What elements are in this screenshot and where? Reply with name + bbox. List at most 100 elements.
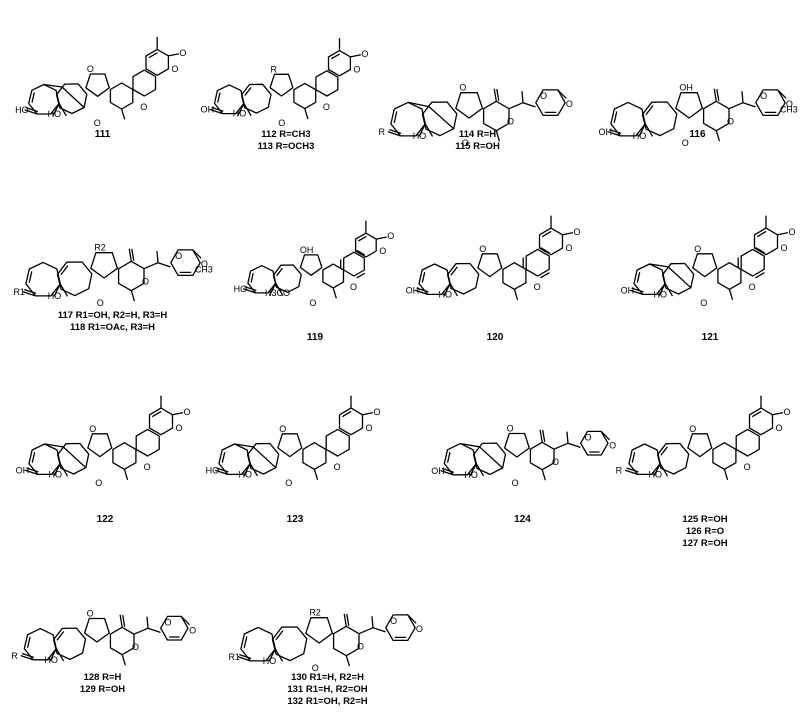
carbonyl-bond	[625, 469, 639, 476]
carbonyl-double-bond	[211, 106, 224, 112]
hydroxyl-label: O	[144, 462, 151, 472]
ring-b-double-bond	[450, 266, 458, 276]
ring-e-cyclohexane	[315, 70, 339, 97]
compound-variant-label: 127 R=OH	[682, 538, 727, 549]
epoxide-bonds	[233, 443, 277, 469]
carbonyl-bond	[242, 288, 257, 294]
ring-e-cyclohexane	[740, 248, 765, 277]
carbonyl-bond	[24, 109, 38, 115]
ring-d-cyclohexane	[529, 441, 555, 471]
ring-e-cyclohexane	[343, 251, 365, 277]
ring-oxygen-label: O	[585, 432, 592, 442]
carbonyl-oxygen-label: HO	[234, 284, 248, 294]
ring-e-pyranone	[580, 430, 609, 456]
carbonyl-bond	[777, 89, 787, 99]
compound-variant-label: 130 R1=H, R2=H	[291, 672, 364, 683]
ring-oxygen-label: O	[760, 91, 767, 101]
ring-e-cyclohexane	[525, 248, 550, 277]
substituent-label: O	[132, 642, 139, 652]
ring-a-oxepinone	[28, 443, 61, 476]
aromatic-double-bond	[356, 249, 365, 256]
ring-oxygen-label: O	[390, 616, 397, 626]
carbonyl-oxygen-label: OH	[406, 285, 420, 295]
ring-oxygen-label: O	[171, 64, 178, 74]
side-chain-bonds	[143, 262, 171, 270]
carbonyl-oxygen-label: O	[609, 440, 616, 450]
methyl-wedge	[728, 288, 734, 300]
carbonyl-bond	[22, 291, 37, 297]
hydroxyl-label: O	[140, 102, 147, 112]
atom-label: O	[512, 478, 519, 488]
carbonyl-oxygen-label: O	[416, 624, 423, 634]
methyl-bond	[653, 462, 661, 477]
epoxide-bonds	[407, 101, 455, 130]
ring-f-double-bond	[752, 411, 762, 418]
ring-a-double-bond	[250, 272, 254, 283]
compound-variant-label: 117 R1=OH, R2=H, R3=H	[58, 310, 168, 321]
carbonyl-oxygen-label: O	[373, 407, 380, 417]
compound-number: 122	[97, 514, 114, 525]
carbonyl-bond	[180, 615, 190, 626]
ring-e-cyclohexane	[132, 69, 157, 97]
carbonyl-bond	[349, 54, 362, 58]
aromatic-double-bond	[540, 272, 550, 279]
carbonyl-oxygen-label: OH	[16, 465, 30, 475]
ring-b-cycloheptane	[56, 261, 93, 297]
methyl-bond	[268, 648, 276, 662]
methyl-wedge	[723, 468, 729, 480]
ring-b-double-bond	[275, 630, 284, 641]
ring-a-oxepinone	[610, 101, 646, 137]
ring-b-double-bond	[660, 446, 668, 456]
ring-a-oxepinone	[25, 261, 61, 297]
ring-d-cyclohexane	[112, 442, 137, 470]
methyl-wedge	[130, 290, 135, 302]
side-chain-bonds	[133, 627, 161, 635]
ring-d-cyclohexane	[332, 625, 360, 657]
atom-label: O	[312, 663, 319, 673]
ring-b-cycloheptane	[52, 627, 87, 661]
ring-oxygen-label: O	[353, 65, 360, 75]
ring-a-oxepinone	[247, 265, 277, 294]
methylene-double-bond	[122, 614, 126, 627]
ring-f-double-bond	[152, 411, 162, 418]
methyl-bond	[53, 283, 61, 297]
hydroxyl-label: O	[323, 102, 330, 112]
carbonyl-double-bond	[24, 289, 37, 294]
ring-c-cyclopentane	[687, 433, 713, 458]
ring-oxygen-label: O	[540, 91, 547, 101]
methyl-bond	[53, 462, 61, 477]
carbonyl-double-bond	[626, 467, 639, 473]
ring-b-double-bond	[645, 105, 654, 116]
ring-d-cyclohexane	[717, 262, 742, 290]
ring-a-double-bond	[221, 452, 226, 463]
ring-c-cyclopentane	[269, 73, 294, 97]
ring-a-double-bond	[636, 272, 641, 283]
side-chain-methyl	[146, 616, 149, 629]
ring-a-oxepinone	[218, 443, 251, 476]
ring-d-cyclohexane	[712, 442, 737, 470]
methylene-double-bond	[542, 429, 546, 442]
carbonyl-bond	[215, 469, 229, 476]
epoxide-bonds	[43, 443, 87, 469]
atom-label: O	[95, 478, 102, 488]
side-chain-methyl	[521, 91, 524, 104]
carbonyl-bond	[407, 614, 417, 624]
side-chain-methyl	[156, 251, 159, 264]
ring-b-cycloheptane	[240, 83, 272, 114]
side-chain-methyl	[566, 431, 569, 444]
methyl-bond	[418, 123, 426, 137]
methyl-wedge	[541, 469, 546, 481]
compound-variant-label: 128 R=H	[84, 672, 122, 683]
ring-f-double-bond	[331, 53, 340, 60]
compound-number: 116	[689, 129, 706, 140]
ring-e-pyranone	[535, 89, 566, 117]
ring-c-cyclopentane	[503, 432, 530, 458]
ring-e-pyranone	[170, 249, 201, 277]
atom-label: O	[278, 118, 285, 128]
hydroxyl-label: O	[87, 64, 94, 74]
aromatic-double-bond	[540, 247, 550, 254]
methylene-double-bond	[346, 613, 350, 626]
